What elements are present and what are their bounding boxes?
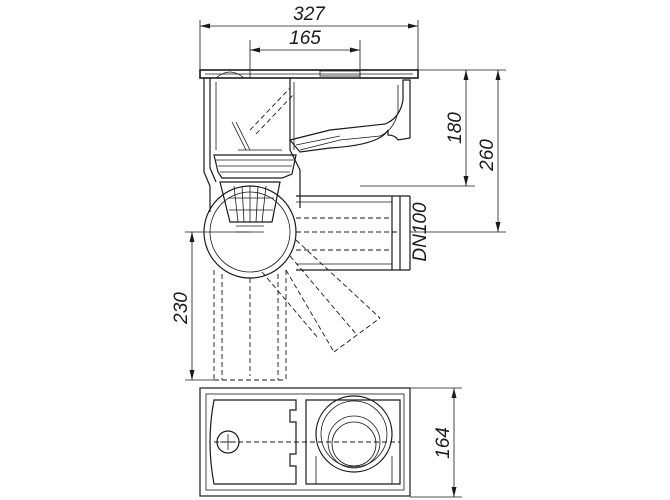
dimension-height-lower: 230 bbox=[171, 231, 250, 381]
outlet-label-dn100: DN100 bbox=[410, 202, 431, 262]
gully-top-view bbox=[199, 387, 411, 497]
dim-text-230: 230 bbox=[171, 292, 192, 325]
dim-text-260: 260 bbox=[477, 139, 498, 172]
dimension-inner-width: 165 bbox=[249, 28, 361, 78]
gully-side-view bbox=[199, 69, 419, 381]
dim-text-165: 165 bbox=[289, 28, 321, 49]
dimension-height-upper: 180 bbox=[360, 69, 475, 187]
dimension-bottom-width: 164 bbox=[410, 387, 462, 498]
dim-text-327: 327 bbox=[293, 4, 326, 25]
dimension-overall-width: 327 bbox=[199, 4, 419, 72]
dim-text-180: 180 bbox=[445, 112, 466, 144]
dim-text-164: 164 bbox=[433, 427, 454, 459]
dimension-height-total: 260 bbox=[410, 69, 506, 233]
